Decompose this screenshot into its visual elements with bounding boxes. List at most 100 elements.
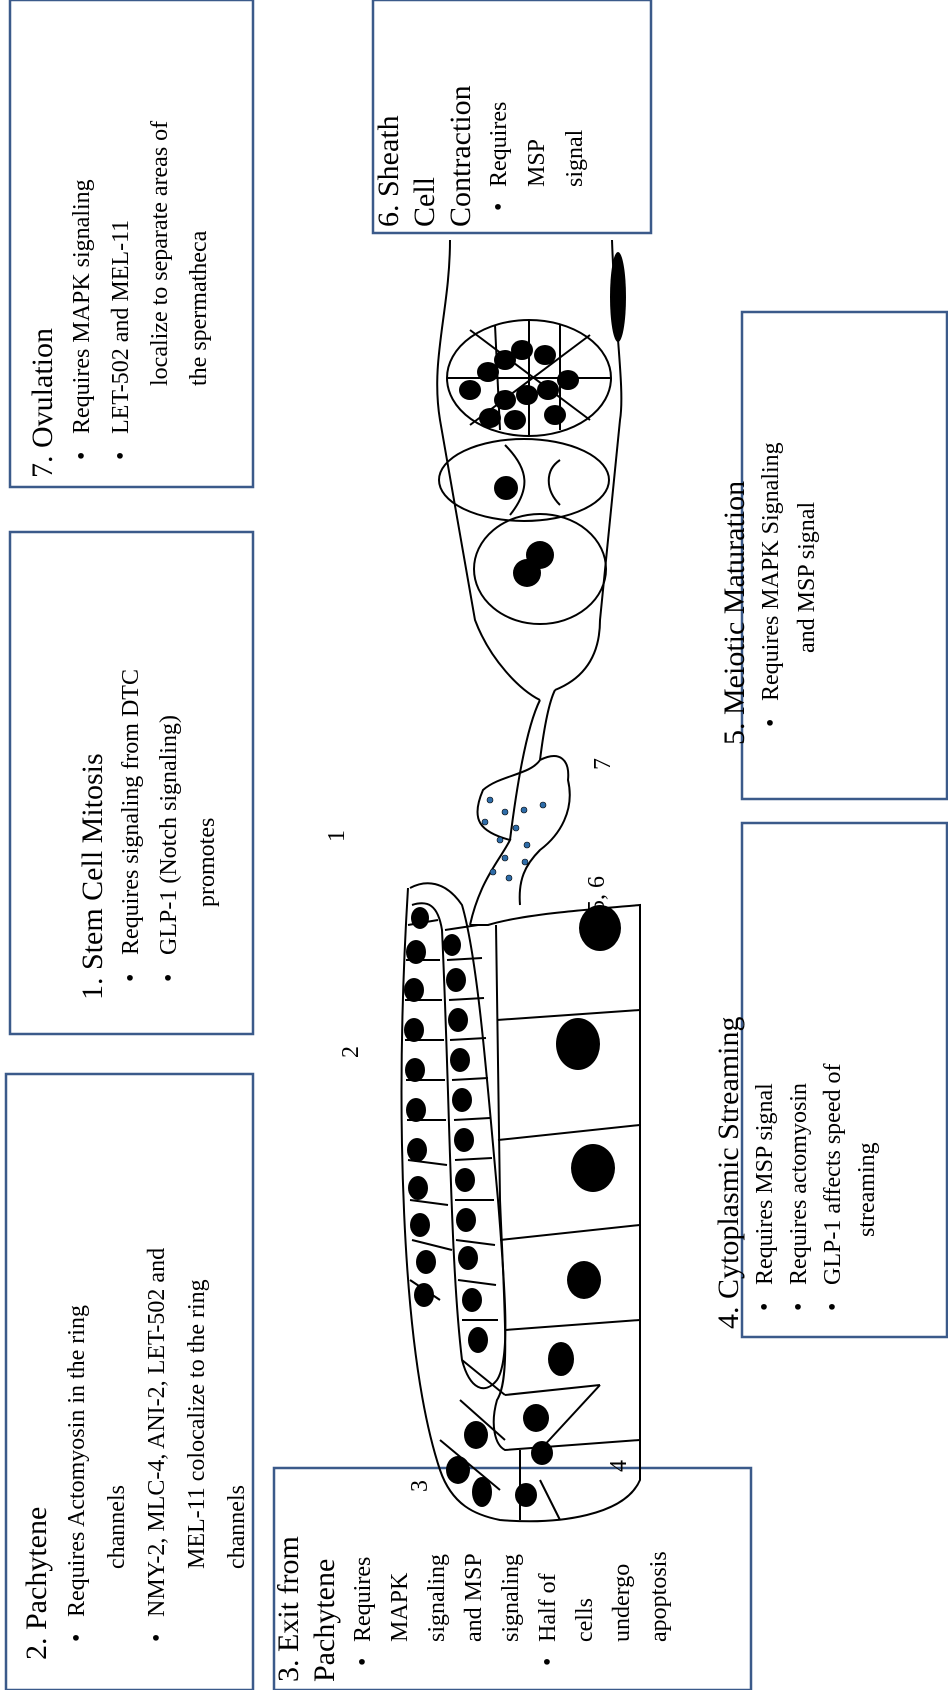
- box-exit-title: Pachytene: [308, 1559, 341, 1682]
- sperm-dot: [524, 842, 530, 848]
- nucleus: [571, 1144, 615, 1192]
- oocyte-divider-2: [498, 1125, 640, 1140]
- box-meiotic-title: 5. Meiotic Maturation: [718, 481, 751, 745]
- nucleus: [411, 907, 429, 929]
- nucleus: [416, 1250, 436, 1274]
- nucleus: [406, 940, 426, 964]
- bullet-marker: •: [752, 1303, 778, 1311]
- bullet-marker: •: [786, 1303, 812, 1311]
- sperm-dot: [502, 809, 508, 815]
- nucleus: [516, 385, 538, 405]
- bullet-text: Requires MAPK signaling: [69, 179, 95, 434]
- diagram-label-l7: 7: [590, 758, 616, 770]
- nucleus: [452, 1088, 472, 1112]
- bullet-text: undergo: [609, 1564, 635, 1642]
- laid-embryo: [610, 252, 626, 342]
- bullet-text: Requires signaling from DTC: [118, 669, 144, 955]
- cell-wall: [456, 1240, 495, 1245]
- nucleus: [479, 408, 501, 428]
- bullet-marker: •: [820, 1303, 846, 1311]
- sperm-dot: [513, 825, 519, 831]
- bullet-text: signaling: [498, 1554, 524, 1642]
- box-sheath-title: Contraction: [444, 85, 477, 227]
- bullet-marker: •: [144, 1634, 170, 1642]
- bullet-text: signal: [562, 129, 588, 187]
- nucleus: [404, 1018, 424, 1042]
- cell-wall: [452, 1078, 488, 1080]
- cell-wall: [447, 958, 482, 960]
- bullet-text: MAPK: [387, 1572, 413, 1642]
- bullet-text: and MSP: [461, 1553, 487, 1642]
- nucleus: [468, 1327, 488, 1353]
- nucleus: [456, 1208, 476, 1232]
- box-stem-cell-title: 1. Stem Cell Mitosis: [76, 753, 109, 1000]
- nucleus: [504, 410, 526, 430]
- cell-wall: [412, 1240, 452, 1250]
- sperm-dot: [497, 837, 503, 843]
- bullet-text: LET-502 and MEL-11: [108, 220, 134, 434]
- nucleus: [534, 345, 556, 365]
- loop-cell-wall-4: [540, 1480, 560, 1520]
- sheath-neck: [510, 690, 555, 840]
- nucleus: [454, 1128, 474, 1152]
- box-ovulation: 7. Ovulation•Requires MAPK signaling•LET…: [26, 121, 212, 478]
- diagram-label-l56: 5, 6: [584, 876, 610, 912]
- nucleus: [458, 1246, 478, 1270]
- bullet-marker: •: [64, 1634, 90, 1642]
- diagram-label-l1: 1: [324, 830, 350, 842]
- bullet-text: the spermatheca: [186, 230, 212, 386]
- bullet-text: streaming: [854, 1142, 880, 1237]
- nucleus: [531, 1441, 553, 1465]
- oocyte-divider-1: [497, 1010, 640, 1020]
- bullet-text: GLP-1 affects speed of: [820, 1064, 846, 1285]
- sperm-dot: [502, 855, 508, 861]
- box-stem-cell: 1. Stem Cell Mitosis•Requires signaling …: [76, 669, 220, 1000]
- bullet-text: apoptosis: [646, 1551, 672, 1642]
- bullet-text: Requires MSP signal: [752, 1083, 778, 1285]
- cell-wall: [450, 1038, 486, 1040]
- bullet-text: MSP: [524, 139, 550, 187]
- box-pachytene-title: 2. Pachytene: [20, 1507, 53, 1660]
- bullet-text: Requires: [350, 1557, 376, 1642]
- diagram-label-l4: 4: [606, 1460, 632, 1472]
- bullet-text: cells: [572, 1598, 598, 1642]
- nucleus: [494, 390, 516, 410]
- nucleus: [407, 1138, 427, 1162]
- nucleus: [472, 1477, 492, 1507]
- nucleus: [450, 1048, 470, 1072]
- nucleus: [414, 1283, 434, 1307]
- sperm-dot: [506, 875, 512, 881]
- oocyte-divider-5: [505, 1385, 600, 1395]
- bullet-text: NMY-2, MLC-4, ANI-2, LET-502 and: [144, 1248, 170, 1617]
- box-cytoplasmic-title: 4. Cytoplasmic Streaming: [712, 1017, 745, 1329]
- cell-wall: [455, 1158, 492, 1160]
- oocyte-divider-3: [500, 1225, 640, 1240]
- bullet-text: Requires Actomyosin in the ring: [64, 1305, 90, 1617]
- oocyte-divider-6: [540, 1385, 600, 1450]
- nucleus: [526, 541, 554, 569]
- bullet-text: Requires actomyosin: [786, 1083, 812, 1285]
- sperm-dot: [521, 807, 527, 813]
- oocyte-divider-4: [505, 1320, 640, 1330]
- bullet-text: channels: [104, 1485, 130, 1569]
- nucleus: [405, 1058, 425, 1082]
- bullet-marker: •: [350, 1658, 376, 1666]
- nucleus: [511, 340, 533, 360]
- box-cytoplasmic: 4. Cytoplasmic Streaming • Requires MSP si…: [712, 1017, 880, 1329]
- bullet-marker: •: [69, 452, 95, 460]
- nucleus: [515, 1483, 537, 1507]
- bullet-text: GLP-1 (Notch signaling): [156, 715, 182, 955]
- bullet-text: Requires: [486, 102, 512, 187]
- sperm-dot: [487, 797, 493, 803]
- box-pachytene: 2. Pachytene • Requires Actomyosin in the …: [20, 1248, 250, 1660]
- nucleus: [544, 405, 566, 425]
- box-sheath-title: 6. Sheath: [372, 115, 405, 227]
- nucleus: [406, 1098, 426, 1122]
- nucleus: [537, 380, 559, 400]
- box-sheath-title: Cell: [408, 177, 441, 227]
- cell-wall: [454, 1118, 490, 1120]
- sperm-dot: [540, 802, 546, 808]
- spermatheca-outline: [470, 756, 570, 925]
